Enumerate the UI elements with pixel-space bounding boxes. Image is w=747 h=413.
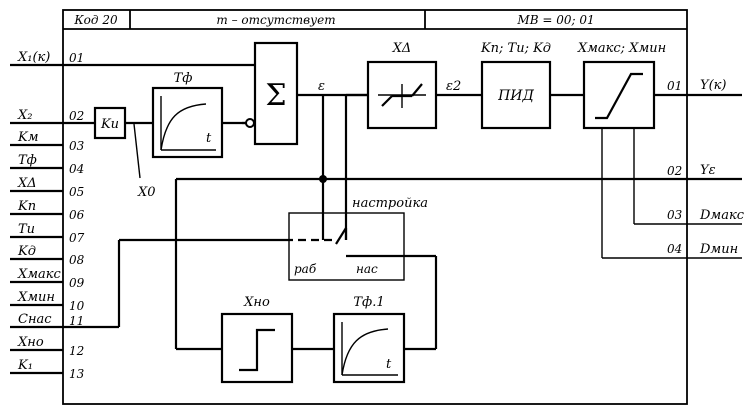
output-num-03: 03: [667, 208, 683, 222]
eps2-label: ε2: [446, 79, 461, 94]
xno-label: Xно: [243, 295, 270, 310]
output-label-dmin: Dмин: [699, 242, 738, 257]
input-label-km: Kм: [17, 130, 39, 145]
output-num-04: 04: [667, 242, 682, 256]
signal-wires: [63, 63, 742, 351]
pid-label: ПИД: [497, 88, 534, 104]
deadzone-icon: [378, 83, 426, 108]
tf1-response-curve: [341, 322, 398, 376]
input-label-xdelta: XΔ: [17, 176, 37, 191]
module-frame: [62, 9, 688, 405]
input-num-07: 07: [69, 231, 85, 245]
pid-params-label: Kп; Tи; Kд: [480, 41, 551, 56]
input-num-08: 08: [69, 253, 85, 267]
input-num-10: 10: [69, 299, 85, 313]
tf-filter-block: [151, 86, 224, 159]
input-num-12: 12: [69, 344, 84, 358]
output-label-yk: Y(к): [700, 78, 727, 93]
tf-t-axis: t: [206, 131, 212, 146]
header-code: Код 20: [73, 13, 118, 27]
output-label-dmax: Dмакс: [699, 208, 745, 223]
epsilon-label: ε: [318, 79, 325, 94]
output-label-yeps: Yε: [700, 163, 716, 178]
input-label-x1: X₁(к): [17, 50, 50, 65]
tuning-label: настройка: [352, 196, 428, 211]
tf1-t-axis: t: [386, 357, 392, 372]
tf1-filter-block: [332, 312, 406, 384]
tf-label: Tф: [174, 71, 193, 86]
sat-label: нас: [356, 262, 378, 276]
tf-response-curve: [160, 96, 216, 151]
input-label-k1: K₁: [17, 358, 33, 373]
input-label-xmax: Xмакс: [17, 267, 62, 282]
input-num-09: 09: [69, 276, 85, 290]
input-num-01: 01: [69, 51, 84, 65]
input-label-csat: Cнас: [18, 312, 52, 327]
input-label-xmin: Xмин: [17, 290, 55, 305]
output-num-02: 02: [667, 164, 682, 178]
limiter-label: Xмакс; Xмин: [577, 41, 666, 56]
input-label-kd: Kд: [17, 244, 36, 259]
step-icon: [239, 328, 275, 372]
input-num-13: 13: [69, 367, 85, 381]
tf1-label: Tф.1: [353, 295, 384, 310]
xdelta-label: XΔ: [392, 41, 412, 56]
input-label-tf: Tф: [18, 153, 37, 168]
input-num-02: 02: [69, 109, 84, 123]
tuning-switch-block: [288, 212, 405, 281]
ki-block: [93, 106, 127, 140]
junction-dot: [319, 175, 327, 183]
input-num-05: 05: [69, 185, 84, 199]
header-mode: т – отсутствует: [216, 13, 335, 27]
limiter-icon: [595, 72, 643, 120]
input-label-ti: Tи: [18, 222, 35, 237]
work-label: раб: [294, 262, 317, 276]
inversion-circle: [245, 118, 255, 128]
input-label-kp: Kп: [17, 199, 36, 214]
input-num-04: 04: [69, 162, 84, 176]
ki-label: Kи: [100, 117, 119, 132]
input-lines: [10, 63, 63, 375]
input-num-06: 06: [69, 208, 85, 222]
summator-symbol: Σ: [265, 78, 286, 113]
switch-contact: [321, 227, 348, 245]
header-mv: МВ = 00; 01: [516, 13, 594, 27]
summator-block: [253, 41, 299, 146]
input-label-x2: X₂: [17, 108, 32, 123]
input-num-03: 03: [69, 139, 85, 153]
output-num-01: 01: [667, 79, 682, 93]
input-num-11: 11: [69, 314, 84, 328]
input-label-xno: Xно: [17, 335, 44, 350]
pid-block: [480, 60, 552, 130]
x0-label: X0: [137, 185, 156, 200]
